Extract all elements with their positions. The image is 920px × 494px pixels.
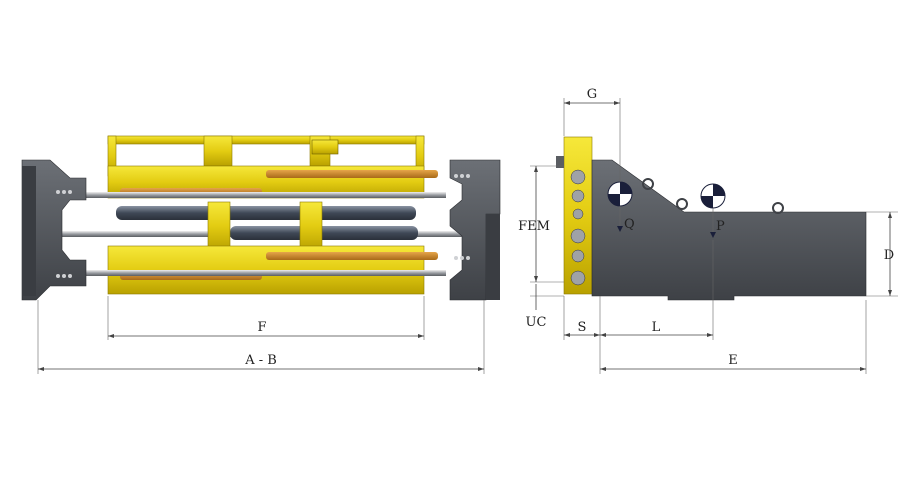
front-view [21,135,501,301]
right-arm-pad [486,214,500,300]
top-bracket-left [203,135,233,167]
left-arm [21,159,87,301]
cog-marker-P [700,183,726,209]
dim-label-S: S [578,320,587,335]
dimension-G: G [563,87,621,182]
load-label-Q: Q [624,217,635,232]
dimension-UC: UC [526,284,564,330]
left-arm-bolts [56,190,72,278]
left-arm-pad [22,166,36,296]
dimension-D: D [866,211,898,297]
middle-cylinder [116,206,416,220]
cog-marker-Q [607,181,633,207]
dim-label-L: L [652,320,661,335]
dimension-F: F [107,296,425,340]
dim-label-E: E [728,353,738,368]
dimension-E: E [600,300,867,374]
top-frame-bar [107,135,425,145]
dim-label-UC: UC [526,315,547,330]
carriage-hook-top [556,156,564,168]
lower-cylinder [230,226,418,240]
side-view: Q P [556,136,867,301]
lower-rod [86,270,446,276]
dimension-L: L [600,240,714,340]
upper-beam-orange-right [266,170,438,178]
lifting-eyes [642,178,784,214]
side-body [591,159,867,301]
right-arm-bolts [454,174,470,260]
center-bracket-right [299,201,323,251]
load-label-P: P [716,219,725,234]
carriage-bolts [570,169,586,286]
dim-label-FEM: FEM [518,219,550,234]
dimension-S: S [563,296,601,374]
upper-rod [86,192,446,198]
dim-label-G: G [587,87,597,102]
dim-label-A-B: A - B [244,353,277,368]
lower-beam-orange-right [266,252,438,260]
dimension-A-B: A - B [37,300,485,374]
dimension-FEM: FEM [518,165,564,283]
dim-label-F: F [257,320,266,335]
dim-label-D: D [884,248,894,263]
center-bracket-left [207,201,231,251]
valve-block [311,139,339,155]
